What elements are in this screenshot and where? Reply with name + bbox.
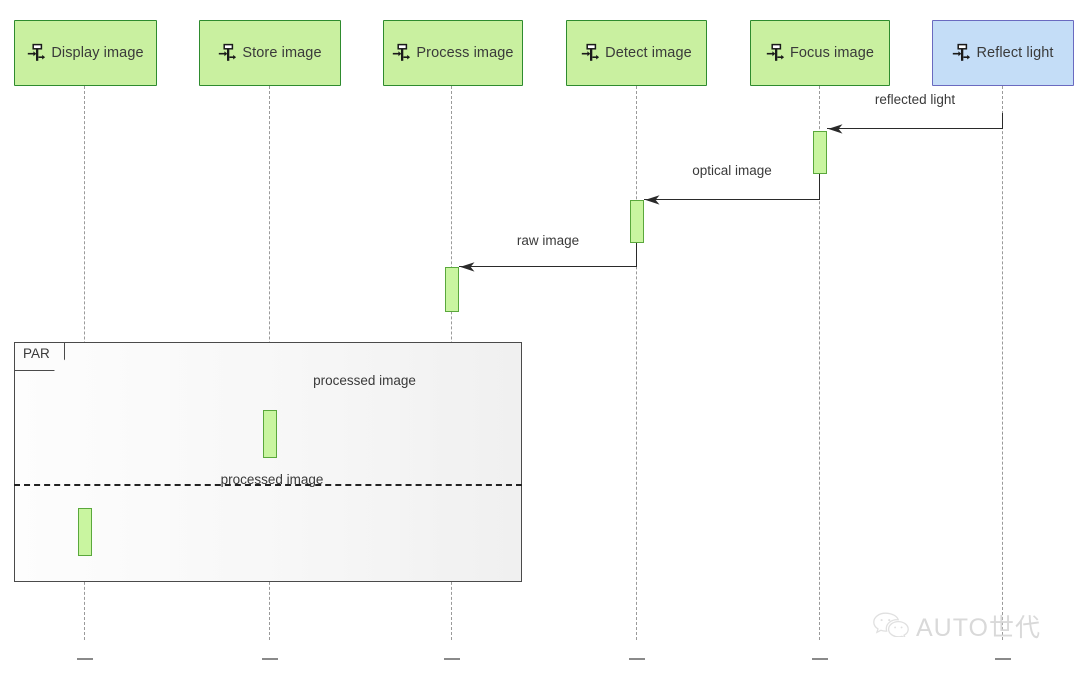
uml-port-icon <box>392 43 416 63</box>
lifeline-foot-reflect <box>995 658 1011 660</box>
uml-port-icon <box>766 43 790 63</box>
lifeline-label-display: Display image <box>51 45 144 61</box>
watermark-text: AUTO世代 <box>916 614 1041 642</box>
lifeline-head-focus[interactable]: Focus image <box>750 20 890 86</box>
msg-optical-image-label: optical image <box>692 163 772 178</box>
lifeline-label-focus: Focus image <box>789 45 875 61</box>
lifeline-foot-detect <box>629 658 645 660</box>
lifeline-stem-detect <box>636 86 637 640</box>
lifeline-head-process[interactable]: Process image <box>383 20 523 86</box>
activation-bar-process[interactable] <box>445 267 459 312</box>
msg-reflected-light-label: reflected light <box>874 92 956 107</box>
lifeline-label-store: Store image <box>242 45 322 61</box>
activation-bar-store[interactable] <box>263 410 277 458</box>
lifeline-label-detect: Detect image <box>605 45 692 61</box>
msg-raw-image-line <box>459 266 637 267</box>
msg-raw-image-stub <box>636 243 637 266</box>
uml-port-icon <box>952 43 976 63</box>
lifeline-foot-store <box>262 658 278 660</box>
wechat-icon <box>872 611 910 642</box>
lifeline-label-reflect: Reflect light <box>976 45 1054 61</box>
lifeline-head-detect[interactable]: Detect image <box>566 20 707 86</box>
uml-port-icon <box>27 43 51 63</box>
uml-port-icon <box>581 43 605 63</box>
lifeline-stem-focus <box>819 86 820 640</box>
par-combined-fragment: PAR <box>14 342 522 582</box>
lifeline-label-process: Process image <box>416 45 514 61</box>
msg-optical-image-line <box>644 199 820 200</box>
lifeline-head-reflect[interactable]: Reflect light <box>932 20 1074 86</box>
uml-port-icon <box>218 43 242 63</box>
activation-bar-display[interactable] <box>78 508 92 556</box>
fragment-operand-divider <box>14 484 522 486</box>
lifeline-foot-focus <box>812 658 828 660</box>
lifeline-foot-display <box>77 658 93 660</box>
msg-reflected-light-line <box>827 128 1003 129</box>
lifeline-stem-reflect <box>1002 86 1003 640</box>
fragment-operator-label: PAR <box>23 346 50 361</box>
activation-bar-focus[interactable] <box>813 131 827 174</box>
lifeline-head-display[interactable]: Display image <box>14 20 157 86</box>
watermark: AUTO世代 <box>872 608 1041 644</box>
msg-raw-image-label: raw image <box>516 233 580 248</box>
lifeline-foot-process <box>444 658 460 660</box>
msg-reflected-light-stub <box>1002 113 1003 128</box>
activation-bar-detect[interactable] <box>630 200 644 243</box>
msg-processed-2-label: processed image <box>220 472 324 487</box>
fragment-operator-tab <box>15 343 65 371</box>
lifeline-head-store[interactable]: Store image <box>199 20 341 86</box>
msg-processed-1-label: processed image <box>313 373 416 388</box>
msg-optical-image-stub <box>819 174 820 199</box>
